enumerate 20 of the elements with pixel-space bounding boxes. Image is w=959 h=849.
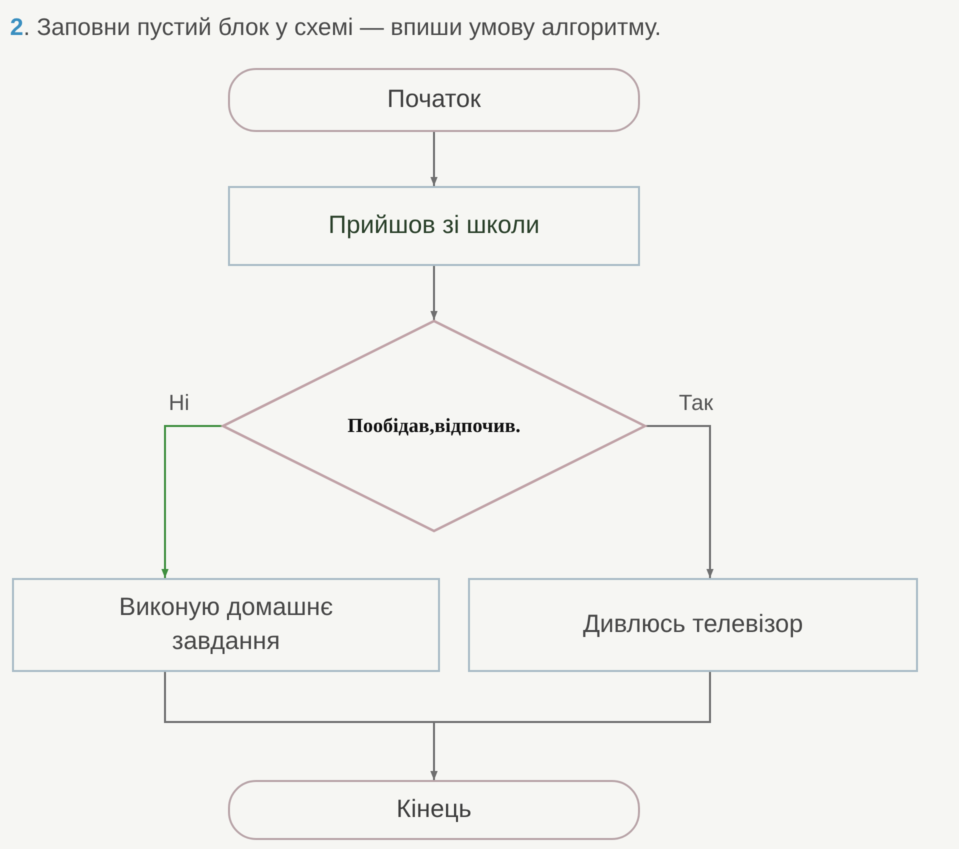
step-label: Дивлюсь телевізор bbox=[583, 609, 803, 640]
step-label: Прийшов зі школи bbox=[328, 210, 540, 242]
terminal-label: Кінець bbox=[396, 794, 472, 826]
condition-label: Пообідав,відпочив. bbox=[347, 414, 521, 438]
flow-arrow bbox=[430, 266, 438, 320]
step-label: Виконую домашнє завдання bbox=[118, 592, 334, 657]
process-box bbox=[228, 186, 640, 266]
flow-arrow bbox=[430, 132, 438, 186]
edge-label: Ні bbox=[168, 390, 190, 416]
terminal-box bbox=[228, 780, 640, 840]
flow-arrow bbox=[646, 425, 714, 578]
flow-arrow bbox=[161, 425, 222, 578]
flow-arrow bbox=[430, 672, 711, 780]
task-title: 2. Заповни пустий блок у схемі — впиши умову алгоритму. bbox=[10, 14, 662, 42]
edge-label: Так bbox=[678, 390, 714, 416]
decision-diamond bbox=[222, 320, 646, 532]
terminal-box bbox=[228, 68, 640, 132]
process-box bbox=[12, 578, 440, 672]
terminal-label: Початок bbox=[387, 84, 481, 116]
process-box bbox=[468, 578, 918, 672]
